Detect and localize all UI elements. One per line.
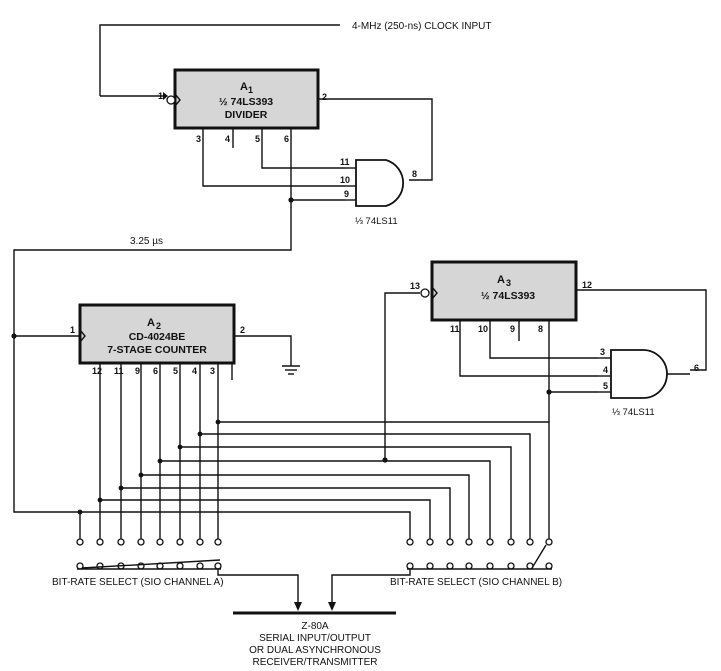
a2-pin-5: 5 [173,366,178,376]
a3-pin-8: 8 [538,324,543,334]
a3-pin-13: 13 [410,281,420,291]
a3-pin10-wire [489,320,598,359]
and-gate-1 [345,159,405,207]
a2-pin-6: 6 [153,366,158,376]
gate2-pin-5: 5 [603,381,608,391]
a1-part: ½ 74LS393 [219,96,273,108]
switch-row-channel-b [328,538,553,611]
a3-subscript: 3 [506,278,511,288]
a3-pin-10: 10 [478,324,488,334]
gate2-pin-3: 3 [600,347,605,357]
a1-pin-6: 6 [284,134,289,144]
a1-pin6-clock-wire [13,128,411,540]
period-label: 3.25 µs [130,236,163,247]
chip-a3 [382,260,707,463]
gate1-pin-9: 9 [344,189,349,199]
gate1-label: ⅓ 74LS11 [355,216,398,227]
footer-line-2: SERIAL INPUT/OUTPUT [259,633,371,644]
clock-input-label: 4-MHz (250-ns) CLOCK INPUT [352,21,491,32]
a2-pin-4: 4 [192,366,197,376]
a1-pin5-wire [261,128,345,169]
a2-pin-11: 11 [114,366,124,376]
and-gate-2 [598,349,690,399]
a3-part: ½ 74LS393 [481,290,535,302]
footer-line-3: OR DUAL ASYNCHRONOUS [249,645,381,656]
gate2-label: ⅓ 74LS11 [612,407,655,418]
footer-line-1: Z-80A [301,621,329,632]
gate2-pin-4: 4 [603,365,608,375]
a3-name: A [497,274,505,286]
chip-a1 [166,68,320,130]
a2-name: A [147,317,155,329]
a1-function: DIVIDER [225,109,268,121]
a1-pin-3: 3 [196,134,201,144]
chip-a2 [11,303,300,375]
gate1-pin-11: 11 [340,157,350,167]
a2-pin-1: 1 [70,325,75,335]
a3-pin-9: 9 [510,324,515,334]
a2-pin-9: 9 [135,366,140,376]
switch-row-channel-a [76,538,302,611]
gate2-pin-6: 6 [694,363,699,373]
a3-pin11-wire [459,320,598,377]
a1-subscript: 1 [248,85,253,95]
gate1-pin-8: 8 [412,169,417,179]
bit-rate-select-a-label: BIT-RATE SELECT (SIO CHANNEL A) [52,577,224,588]
a2-function: 7-STAGE COUNTER [107,344,207,356]
a1-pin-2: 2 [322,92,327,102]
a2-pin-2: 2 [240,325,245,335]
clock-input-wiring [99,24,340,100]
a1-pin-5: 5 [255,134,260,144]
cross-bus-lines [77,419,550,540]
gate1-pin-10: 10 [340,175,350,185]
a1-pin-1: 1 [158,91,163,101]
footer-line-4: RECEIVER/TRANSMITTER [252,657,377,668]
a1-pin-4: 4 [225,134,230,144]
a3-pin-12: 12 [582,280,592,290]
a1-pin2-feedback-wire [318,98,433,181]
a2-pin-3: 3 [210,366,215,376]
a1-pin3-wire [202,128,345,187]
a2-pin-12: 12 [92,366,102,376]
a2-output-lines [99,363,233,540]
a1-name: A [240,81,248,93]
bit-rate-select-b-label: BIT-RATE SELECT (SIO CHANNEL B) [390,577,562,588]
a2-part: CD-4024BE [129,331,186,343]
a2-subscript: 2 [156,321,161,331]
a3-pin-11: 11 [450,324,460,334]
